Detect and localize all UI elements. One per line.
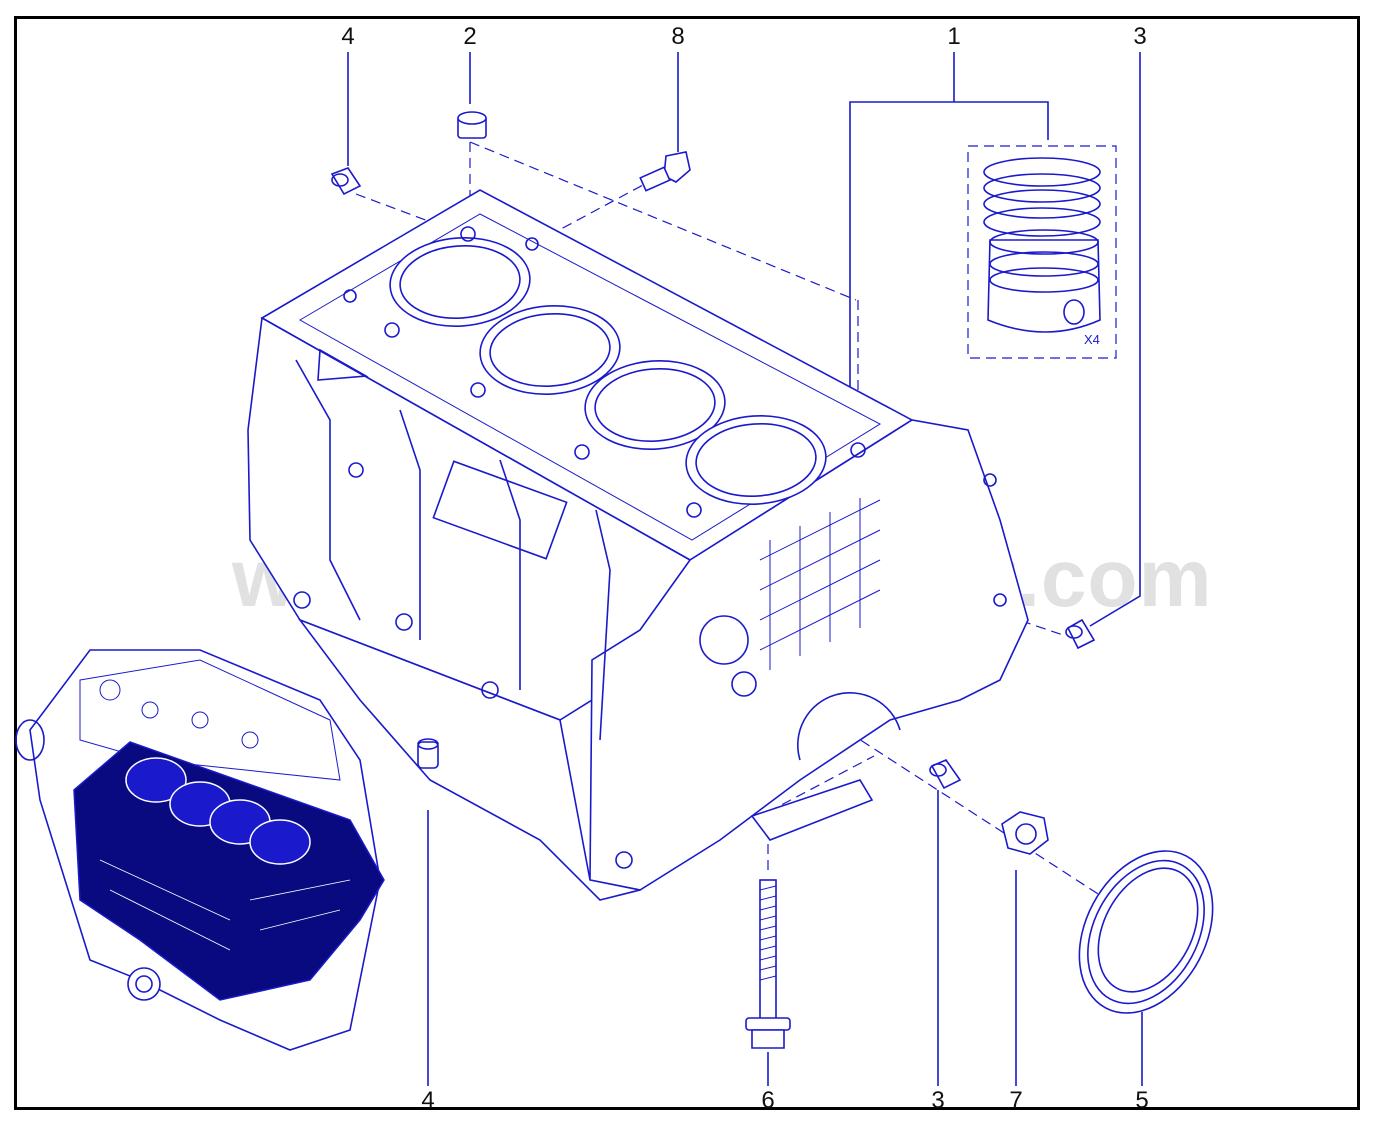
callout-leaders: [347, 52, 1143, 1086]
cylinder-block: [247, 189, 1029, 901]
callout-2-top: 2: [463, 23, 477, 50]
dowel-pin-3-right: [1065, 618, 1096, 650]
callout-5-bottom: 5: [1135, 1087, 1149, 1114]
piston-assembly-inset: X4: [967, 145, 1117, 359]
callout-7-bottom: 7: [1009, 1087, 1023, 1114]
dowel-pin-4-bottom: [417, 738, 439, 769]
callout-3-top: 3: [1133, 23, 1147, 50]
diagram-frame: [14, 16, 1360, 1110]
callout-3-bottom: 3: [931, 1087, 945, 1114]
plug-7: [1001, 811, 1049, 855]
plug-2: [457, 111, 487, 139]
bolt-6: [745, 879, 791, 1049]
engine-thumbnail: [15, 649, 385, 1051]
callout-1-top: 1: [947, 23, 961, 50]
dowel-pin-3-bottom: [929, 759, 962, 790]
callout-4-top: 4: [341, 23, 355, 50]
dowel-pin-4-top: [330, 167, 362, 196]
oil-seal-5: [1078, 850, 1214, 1014]
multiplier-label: X4: [1084, 332, 1100, 347]
bolt-8: [639, 151, 691, 192]
callout-8-top: 8: [671, 23, 685, 50]
callout-6-bottom: 6: [761, 1087, 775, 1114]
callout-4-bottom: 4: [421, 1087, 435, 1114]
